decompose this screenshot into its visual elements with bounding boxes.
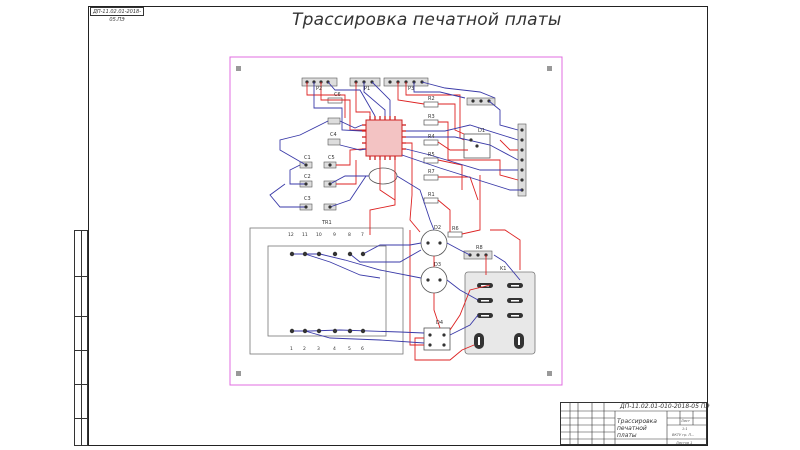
titleblock-grid — [560, 402, 707, 445]
label-d3: D3 — [434, 262, 441, 268]
tr1-pin-label: 5 — [348, 346, 351, 352]
tr1-pin-label: 7 — [361, 232, 364, 238]
stamp-code: ДП-11.02.01-2018-05.ПЭ — [90, 7, 144, 23]
titleblock-sheet: Лист — [681, 419, 690, 423]
tr1-core — [267, 245, 387, 337]
label-r7: R7 — [428, 169, 435, 175]
board-outline — [229, 56, 563, 386]
label-r4: R4 — [428, 134, 435, 140]
tr1-pin-labels: 12 11 10 9 8 7 1 2 3 4 5 6 — [288, 232, 364, 352]
tr1-pin-label: 4 — [333, 346, 336, 352]
label-tr1: TR1 — [321, 220, 332, 226]
label-p1: P1 — [364, 86, 370, 92]
label-c5: C5 — [328, 155, 335, 161]
drawing-frame — [88, 6, 708, 446]
tr1-pin-label: 3 — [317, 346, 320, 352]
titleblock-doc-number: ДП-11.02.01-010-2018-05 ПЭ — [620, 403, 710, 410]
titleblock-scale: 1:1 — [682, 427, 688, 431]
tr1-pin-label: 12 — [288, 232, 294, 238]
label-c1: C1 — [304, 155, 311, 161]
label-c3: C3 — [304, 196, 311, 202]
tr1-outline — [249, 227, 404, 355]
sidebar-divider — [81, 231, 82, 445]
label-d4: D4 — [436, 320, 443, 326]
connectors — [301, 77, 527, 260]
titleblock-name-line2: печатной платы — [617, 425, 647, 439]
titleblock-sheets: Листов 1 — [676, 441, 693, 445]
label-d2: D2 — [434, 225, 441, 231]
top-layer-traces — [306, 82, 521, 361]
titleblock-org: ВКТУ гр. П... — [672, 433, 695, 437]
label-r1: R1 — [428, 192, 435, 198]
label-k1: K1 — [500, 266, 506, 272]
label-r2: R2 — [428, 96, 435, 102]
label-p3: P3 — [408, 86, 414, 92]
bottom-layer-traces — [269, 81, 522, 344]
label-d1: D1 — [478, 128, 485, 134]
titleblock-name: Трассировка печатной платы — [617, 418, 667, 439]
title-block — [560, 402, 707, 445]
tr1-pads — [289, 251, 366, 334]
tr1-pin-label: 1 — [290, 346, 293, 352]
tr1-pin-label: 8 — [348, 232, 351, 238]
mounting-holes — [236, 66, 552, 376]
k1-pad-holes — [478, 285, 520, 345]
label-c4: C4 — [330, 132, 337, 138]
drawing-title: Трассировка печатной платы — [292, 10, 562, 30]
label-c2: C2 — [304, 174, 311, 180]
mcu-chip — [365, 119, 403, 157]
tr1-pin-label: 2 — [303, 346, 306, 352]
component-labels: P2 P1 P3 R2 C6 C4 C1 C5 C2 C3 R3 R4 R5 R… — [304, 86, 506, 326]
label-r6: R6 — [452, 226, 459, 232]
tr1-pin-label: 11 — [302, 232, 308, 238]
label-r8: R8 — [476, 245, 483, 251]
component-pads — [304, 138, 479, 347]
label-r5: R5 — [428, 152, 435, 158]
label-r3: R3 — [428, 114, 435, 120]
left-sidebar-stamp — [74, 230, 88, 446]
tr1-pin-label: 6 — [361, 346, 364, 352]
resistors — [327, 97, 463, 238]
titleblock-name-line1: Трассировка — [617, 418, 657, 425]
label-p2: P2 — [316, 86, 322, 92]
label-c6: C6 — [334, 92, 341, 98]
tr1-pin-label: 9 — [333, 232, 336, 238]
tr1-pin-label: 10 — [316, 232, 322, 238]
